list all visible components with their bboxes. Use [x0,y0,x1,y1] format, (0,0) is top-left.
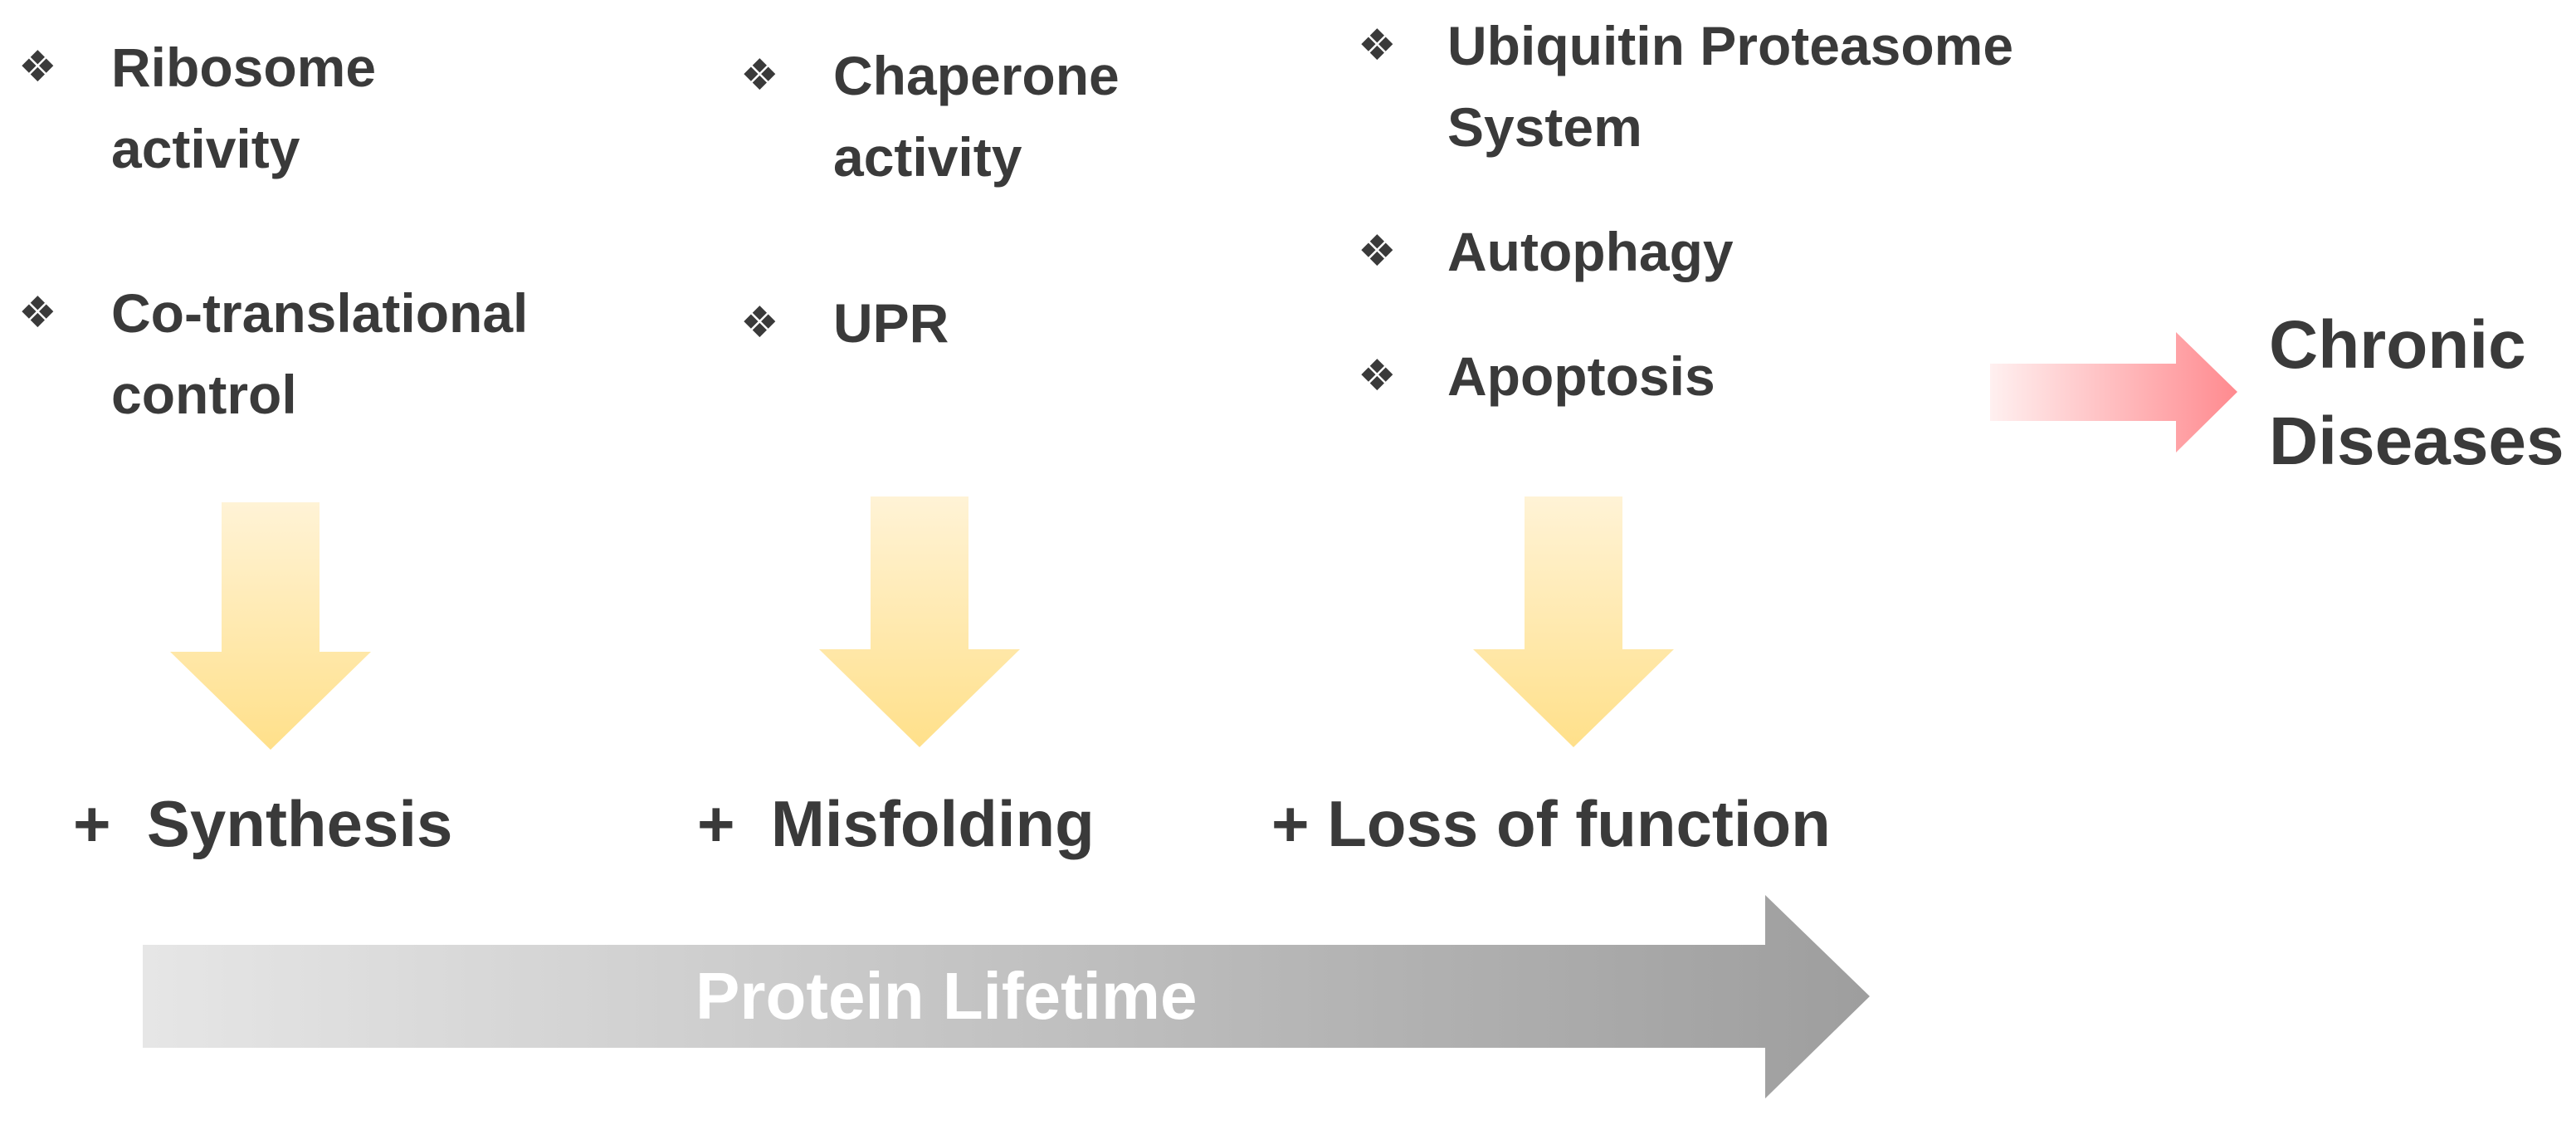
bullet-icon: ❖ [1358,227,1397,276]
timeline-label: Protein Lifetime [695,959,1198,1033]
bullet-icon: ❖ [1358,352,1397,400]
item-ubiquitin-proteasome-system: Ubiquitin Proteasome System [1447,5,2013,168]
bullet-icon: ❖ [18,289,57,337]
item-line: Ribosome [111,37,377,98]
stage-synthesis: + Synthesis [73,787,453,860]
item-line: Ubiquitin Proteasome [1447,15,2014,76]
outcome-arrow [1990,332,2237,452]
bullet-icon: ❖ [18,43,57,91]
item-line: Apoptosis [1447,345,1715,407]
item-autophagy: Autophagy [1447,211,1734,292]
item-upr: UPR [833,282,949,364]
item-line: activity [111,118,300,179]
item-chaperone-activity: Chaperone activity [833,35,1120,198]
synthesis-down-arrow [170,502,371,750]
item-line: Co-translational [111,282,529,344]
outcome-line: Chronic [2269,307,2526,383]
item-line: System [1447,96,1642,158]
outcome-line: Diseases [2269,404,2564,479]
bullet-icon: ❖ [1358,22,1397,70]
item-line: Autophagy [1447,221,1734,282]
bullet-icon: ❖ [740,299,779,347]
outcome-label: Chronic Diseases [2269,297,2564,490]
item-ribosome-activity: Ribosome activity [111,27,376,189]
item-line: UPR [833,292,949,354]
item-line: control [111,364,297,425]
misfolding-down-arrow [819,496,1020,747]
bullet-icon: ❖ [740,51,779,100]
item-line: activity [833,126,1022,188]
item-line: Chaperone [833,45,1120,106]
stage-misfolding: + Misfolding [697,787,1095,860]
loss-of-function-down-arrow [1473,496,1674,747]
timeline-arrow [143,895,1870,1098]
item-co-translational-control: Co-translational control [111,272,528,435]
item-apoptosis: Apoptosis [1447,335,1715,417]
stage-loss-of-function: + Loss of function [1271,787,1831,860]
